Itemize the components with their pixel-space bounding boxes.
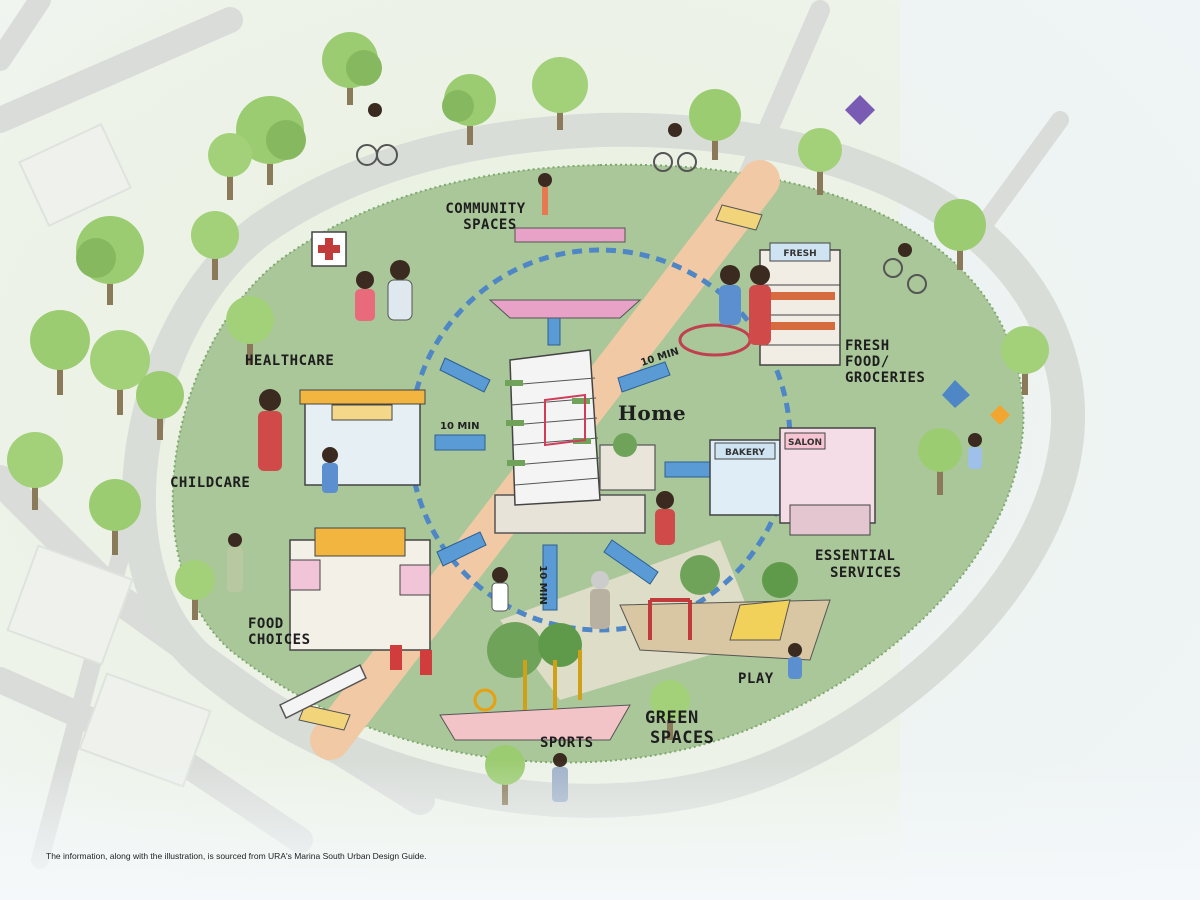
label-play: PLAY [738,671,774,687]
label-green-spaces: GREEN SPACES [645,708,714,748]
bakery-sign: BAKERY [725,448,765,458]
food-stall [289,527,432,675]
childcare-building [299,389,426,486]
label-childcare: CHILDCARE [170,475,250,491]
medical-cross-icon [311,231,347,267]
label-healthcare: HEALTHCARE [245,353,334,369]
bus-stop-sign-south [298,704,351,731]
sports-area [439,622,631,741]
source-footnote: The information, along with the illustra… [46,851,427,861]
arrow-east [664,461,716,478]
arrow-northeast [617,361,671,393]
salon-sign: SALON [788,438,822,448]
label-community-spaces: COMMUNITY SPACES [445,201,534,233]
people [227,103,982,802]
label-sports: SPORTS [540,735,594,751]
home-building [494,349,656,534]
arrow-southeast [603,539,659,585]
playground [619,555,831,661]
label-essential-services: ESSENTIAL SERVICES [815,548,904,581]
train [279,663,367,720]
arrow-west [434,434,486,451]
bus-stop-sign-north [715,204,763,231]
walk-time-west: 10 MIN [440,421,479,432]
kite-icon [845,95,1010,425]
bottom-fade [0,760,1200,900]
community-stage [488,173,642,319]
bakery-salon [709,427,876,536]
fresh-sign: FRESH [783,249,816,259]
label-fresh-food: FRESH FOOD/ GROCERIES [845,338,925,386]
city-blocks [6,122,212,788]
label-home: Home [618,401,686,425]
arrow-south [542,544,558,611]
trees [7,32,1049,805]
arrow-northwest [439,357,491,393]
label-food-choices: FOOD CHOICES [248,616,311,648]
walk-time-south: 10 MIN [537,565,548,604]
arrow-southwest [436,531,487,567]
